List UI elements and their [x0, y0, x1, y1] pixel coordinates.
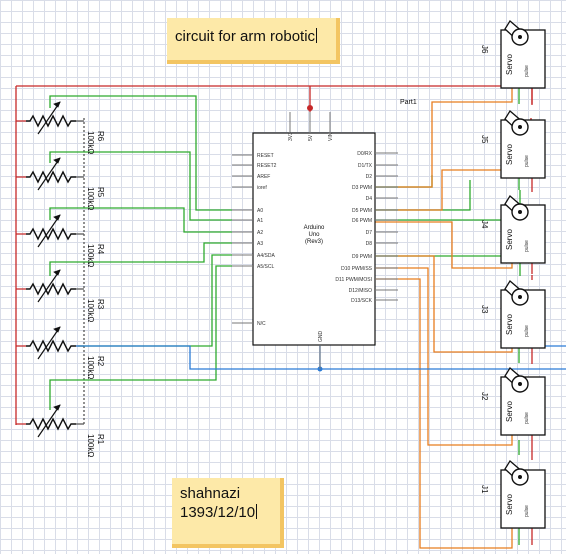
board-pin-label: D4 [366, 196, 373, 202]
arduino-model: Uno [308, 232, 320, 238]
board-pin-label: D8 [366, 241, 373, 247]
board-pin-label: D9 PWM [352, 254, 372, 260]
servo-pin-label: pulse [524, 325, 530, 337]
board-pin-label: A3 [257, 241, 263, 247]
board-pin-label: D10 PWM/SS [341, 266, 373, 272]
servo-label: Servo [505, 494, 514, 515]
servo-j6[interactable]: Servo pulse J6 [480, 20, 546, 89]
power-junction [307, 105, 313, 111]
board-pin-label: D0/RX [357, 151, 372, 157]
resistor-value: 100kΩ [86, 434, 95, 457]
servo-ref: J4 [480, 220, 489, 229]
board-pin-label: D5 PWM [352, 208, 372, 214]
servo-label: Servo [505, 314, 514, 335]
part-label: Part1 [400, 99, 417, 106]
resistor-group: R6100kΩR5100kΩR4100kΩR3100kΩR2100kΩR1100… [26, 101, 105, 457]
board-pin-label: RESET2 [257, 163, 277, 169]
servo-pin-label: pulse [524, 505, 530, 517]
board-pin-label: D11 PWM/MOSI [335, 277, 372, 283]
resistor-value: 100kΩ [86, 244, 95, 267]
servo-ref: J2 [480, 392, 489, 401]
servo-label: Servo [505, 229, 514, 250]
servo-j3[interactable]: Servo pulse J3 [480, 280, 546, 349]
author-note-date: 1393/12/10 [180, 504, 256, 521]
author-note[interactable]: shahnazi 1393/12/10 [172, 478, 284, 548]
servo-pin-label: pulse [524, 412, 530, 424]
board-pin-label: ioref [257, 185, 267, 191]
board-pin-label: GND [318, 331, 324, 343]
board-pin-label: N/C [257, 321, 266, 327]
servo-pin-label: pulse [524, 155, 530, 167]
board-pin-label: D3 PWM [352, 185, 372, 191]
resistor-value: 100kΩ [86, 356, 95, 379]
servo-label: Servo [505, 54, 514, 75]
resistor-ref: R5 [96, 187, 105, 198]
resistor-ref: R2 [96, 356, 105, 367]
text-cursor [316, 28, 318, 43]
resistor-ref: R3 [96, 299, 105, 310]
author-note-name: shahnazi [180, 485, 241, 502]
arduino-revision: (Rev3) [305, 239, 323, 245]
arduino-name: Arduino [304, 225, 325, 231]
board-pin-label: A2 [257, 230, 263, 236]
servo-j1[interactable]: Servo pulse J1 [480, 460, 546, 529]
board-pin-label: D13/SCK [351, 298, 373, 304]
title-note[interactable]: circuit for arm robotic [167, 18, 340, 64]
board-pin-label: D12/MISO [349, 288, 372, 294]
board-pin-label: 3V3 [288, 132, 294, 141]
board-pin-label: A4/SDA [257, 253, 275, 259]
resistor-ref: R6 [96, 131, 105, 142]
board-pin-label: D2 [366, 174, 373, 180]
resistor-value: 100kΩ [86, 131, 95, 154]
resistor-ref: R1 [96, 434, 105, 445]
board-pin-label: RESET [257, 153, 274, 159]
servo-ref: J1 [480, 485, 489, 494]
board-pin-label: VIN [328, 132, 334, 141]
servo-j4[interactable]: Servo pulse J4 [480, 195, 546, 264]
servo-ref: J6 [480, 45, 489, 54]
resistor-ref: R4 [96, 244, 105, 255]
servo-label: Servo [505, 401, 514, 422]
servo-label: Servo [505, 144, 514, 165]
board-pin-label: 5V [308, 134, 314, 141]
board-pin-label: D1/TX [358, 163, 373, 169]
resistor-value: 100kΩ [86, 187, 95, 210]
board-pin-label: A5/SCL [257, 264, 274, 270]
board-pin-label: D6 PWM [352, 218, 372, 224]
servo-ref: J3 [480, 305, 489, 314]
servo-ref: J5 [480, 135, 489, 144]
servo-pin-label: pulse [524, 65, 530, 77]
board-pin-label: A1 [257, 218, 263, 224]
text-cursor [256, 504, 258, 519]
servo-j5[interactable]: Servo pulse J5 [480, 110, 546, 179]
servo-j2[interactable]: Servo pulse J2 [480, 367, 546, 436]
board-pin-label: AREF [257, 174, 270, 180]
title-note-text: circuit for arm robotic [175, 28, 316, 45]
servo-pin-label: pulse [524, 240, 530, 252]
board-pin-label: D7 [366, 230, 373, 236]
board-pin-label: A0 [257, 208, 263, 214]
resistor-value: 100kΩ [86, 299, 95, 322]
